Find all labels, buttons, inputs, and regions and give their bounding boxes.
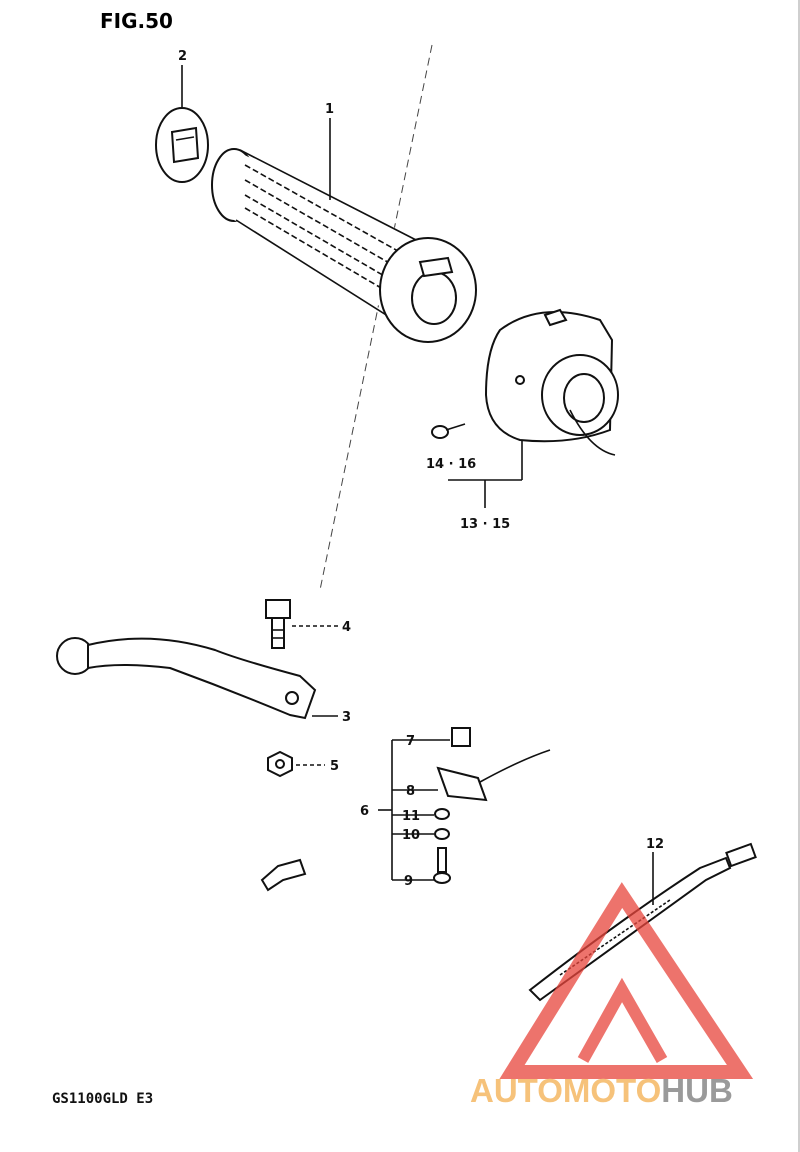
callout-5: 5	[330, 759, 339, 774]
front-direction-arrow	[260, 858, 307, 892]
switch-cover	[451, 727, 471, 747]
callout-13-15: 13 · 15	[460, 517, 510, 532]
automotohub-logo	[499, 882, 754, 1079]
lever-pivot-bolt	[265, 599, 291, 649]
watermark-part1: AUTOMOTO	[470, 1072, 661, 1109]
callout-14-16: 14 · 16	[426, 457, 476, 472]
flat-washer	[434, 828, 450, 840]
lever-nut	[267, 750, 293, 778]
switch-housing	[484, 308, 619, 456]
model-label: GS1100GLD E3	[52, 1091, 153, 1107]
callout-3: 3	[342, 710, 351, 725]
callout-8: 8	[406, 784, 415, 799]
lock-washer	[434, 808, 450, 820]
callout-1: 1	[325, 102, 334, 117]
switch-screw-9	[433, 847, 451, 884]
figure-title: FIG.50	[100, 9, 173, 33]
brake-lever	[56, 637, 317, 720]
callout-11: 11	[402, 809, 420, 824]
callout-4: 4	[342, 620, 351, 635]
brake-light-switch	[436, 749, 551, 802]
bar-end-cap	[155, 107, 209, 183]
watermark-text: AUTOMOTOHUB	[470, 1072, 733, 1109]
watermark-part2: HUB	[661, 1072, 733, 1109]
callout-6: 6	[360, 804, 369, 819]
callout-7: 7	[406, 734, 415, 749]
callout-12: 12	[646, 837, 664, 852]
handlebar-grip	[211, 148, 477, 343]
callout-2: 2	[178, 49, 187, 64]
callout-10: 10	[402, 828, 420, 843]
callout-9: 9	[404, 874, 413, 889]
assembly-axis-line	[319, 44, 433, 591]
switch-screw	[431, 423, 466, 439]
